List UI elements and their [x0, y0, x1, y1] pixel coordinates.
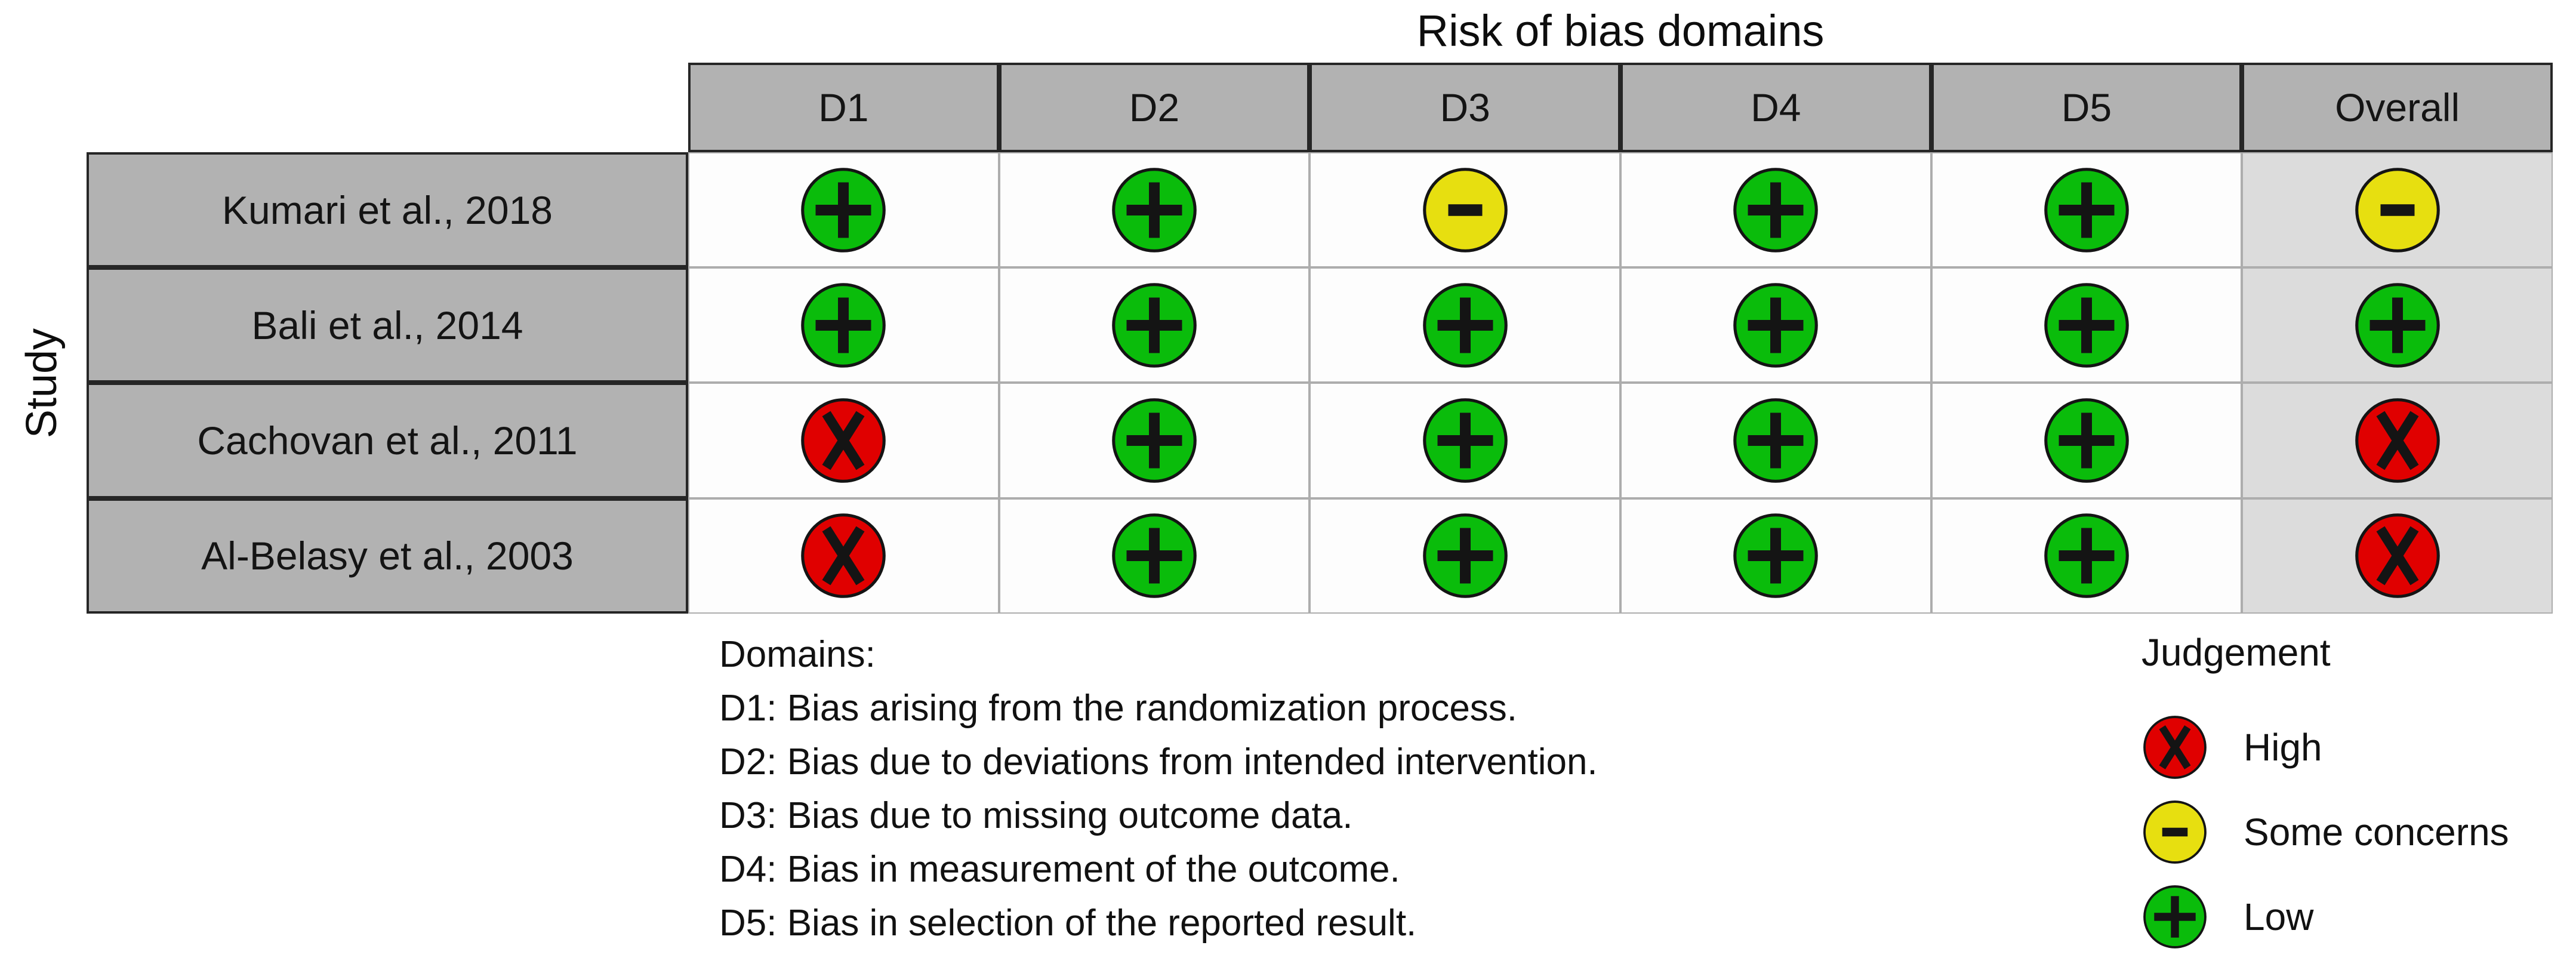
judgement-low-icon [1112, 398, 1197, 483]
rating-cell [999, 383, 1310, 498]
domains-legend-heading: Domains: [719, 634, 876, 675]
judgement-low-icon [1733, 167, 1819, 252]
domain-definition: D4: Bias in measurement of the outcome. [719, 849, 1400, 890]
rating-cell [1309, 152, 1620, 268]
judgement-item-low: Low [2141, 883, 2509, 950]
judgement-item-label: Low [2244, 895, 2314, 938]
study-axis-text: Study [18, 328, 66, 438]
judgement-low-icon [2355, 282, 2440, 368]
column-header-d4: D4 [1620, 63, 1931, 152]
judgement-low-icon [1112, 282, 1197, 368]
judgement-low-icon [1733, 282, 1819, 368]
rating-cell [688, 383, 999, 498]
domain-definition: D2: Bias due to deviations from intended… [719, 741, 1598, 783]
rating-cell [2242, 498, 2553, 614]
judgement-low-icon [2044, 167, 2129, 252]
judgement-high-icon [2355, 398, 2440, 483]
rating-cell [1309, 267, 1620, 383]
judgement-item-some-concerns: Some concerns [2141, 799, 2509, 866]
judgement-low-icon [1112, 167, 1197, 252]
rating-cell [1620, 267, 1931, 383]
domain-definition: D1: Bias arising from the randomization … [719, 688, 1518, 729]
study-axis-label: Study [0, 152, 84, 614]
rating-cell [1309, 498, 1620, 614]
judgement-high-icon [2143, 716, 2207, 779]
domains-legend: Domains: D1: Bias arising from the rando… [719, 628, 1598, 950]
rating-cell [1931, 267, 2242, 383]
judgement-some-concerns-icon [2355, 167, 2440, 252]
column-header-d3: D3 [1309, 63, 1620, 152]
judgement-some-concerns-icon [2143, 800, 2207, 864]
study-name: Al-Belasy et al., 2003 [87, 498, 688, 614]
column-header-d2: D2 [999, 63, 1310, 152]
rating-cell [999, 152, 1310, 268]
rating-cell [1620, 498, 1931, 614]
judgement-high-icon [2355, 513, 2440, 598]
judgement-low-icon [2143, 885, 2207, 948]
rating-cell [1931, 152, 2242, 268]
rating-cell [1931, 498, 2242, 614]
judgement-low-icon [801, 167, 886, 252]
rating-cell [1931, 383, 2242, 498]
rating-cell [688, 498, 999, 614]
judgement-low-icon [1112, 513, 1197, 598]
rating-cell [688, 152, 999, 268]
rating-cell [2242, 152, 2553, 268]
table-corner [87, 63, 688, 152]
judgement-item-label: Some concerns [2244, 811, 2509, 854]
judgement-high-icon [801, 513, 886, 598]
judgement-low-icon [2044, 398, 2129, 483]
domain-definition: D3: Bias due to missing outcome data. [719, 795, 1353, 836]
column-header-overall: Overall [2242, 63, 2553, 152]
study-name: Cachovan et al., 2011 [87, 383, 688, 498]
judgement-low-icon [1733, 513, 1819, 598]
judgement-item-label: High [2244, 726, 2322, 769]
judgement-low-icon [2044, 282, 2129, 368]
judgement-some-concerns-icon [1422, 167, 1508, 252]
study-name: Kumari et al., 2018 [87, 152, 688, 268]
judgement-item-high: High [2141, 714, 2509, 781]
rating-cell [999, 267, 1310, 383]
judgement-low-icon [2044, 513, 2129, 598]
rating-cell [688, 267, 999, 383]
chart-title: Risk of bias domains [1416, 6, 1825, 56]
study-name: Bali et al., 2014 [87, 267, 688, 383]
column-header-d1: D1 [688, 63, 999, 152]
rating-cell [1620, 152, 1931, 268]
rating-cell [2242, 267, 2553, 383]
judgement-legend-heading: Judgement [2141, 631, 2331, 674]
judgement-low-icon [1422, 398, 1508, 483]
domain-definition: D5: Bias in selection of the reported re… [719, 903, 1417, 944]
rating-cell [1620, 383, 1931, 498]
judgement-low-icon [1422, 282, 1508, 368]
judgement-high-icon [801, 398, 886, 483]
rating-cell [1309, 383, 1620, 498]
rating-cell [999, 498, 1310, 614]
judgement-low-icon [1422, 513, 1508, 598]
column-header-d5: D5 [1931, 63, 2242, 152]
judgement-low-icon [801, 282, 886, 368]
judgement-low-icon [1733, 398, 1819, 483]
rating-cell [2242, 383, 2553, 498]
